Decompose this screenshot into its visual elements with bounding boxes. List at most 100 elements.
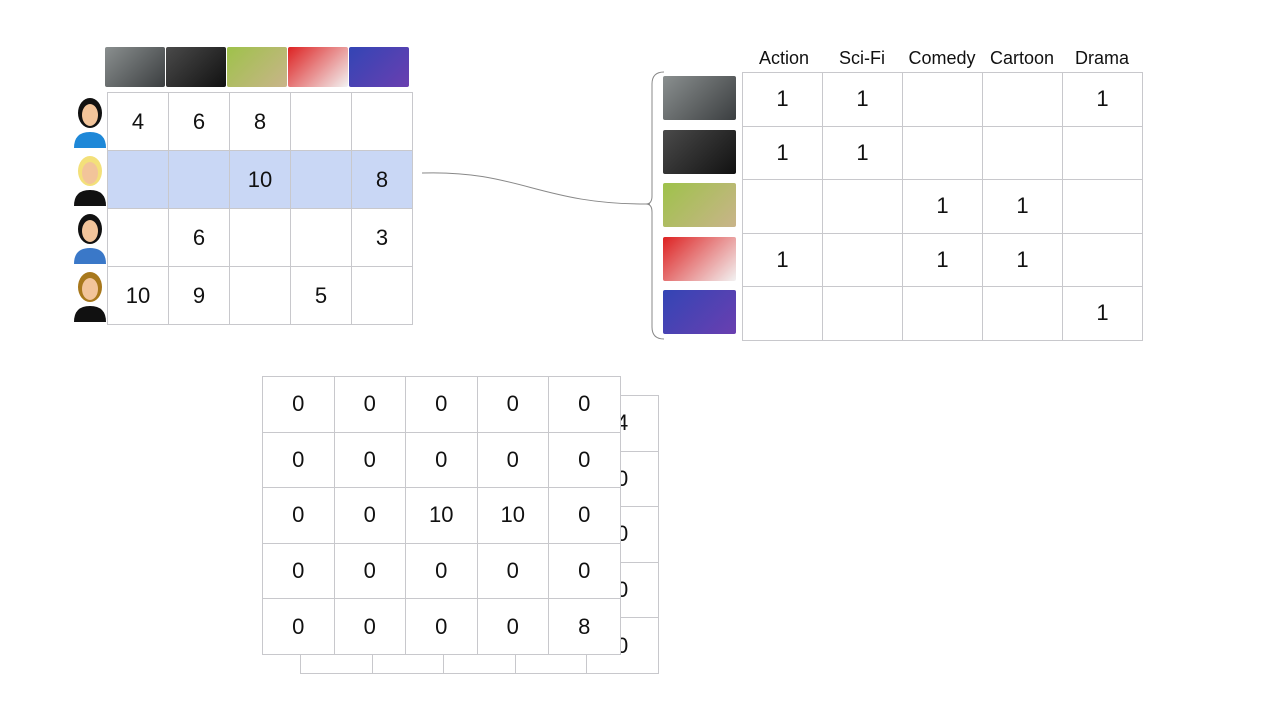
cell: 0 [476,376,549,433]
poster-dark-knight-rises [166,47,226,87]
cell [107,208,169,267]
cell: 0 [333,487,406,544]
cell: 0 [476,542,549,600]
cell: 10 [476,487,549,544]
cell: 4 [107,92,169,151]
cell: 1 [982,179,1063,234]
cell: 1 [742,232,823,287]
poster-shrek [663,183,736,227]
poster-dark-knight-rises [663,129,736,174]
poster-incredibles [663,236,736,281]
cell: 8 [351,150,413,209]
cell: 0 [548,542,621,600]
cell: 0 [405,598,478,655]
cell: 3 [351,208,413,267]
cell: 8 [548,598,621,655]
cell: 0 [405,542,478,600]
poster-star-wars [663,76,736,120]
cell: 5 [290,266,352,325]
cell: 0 [548,376,621,433]
cell: 1 [822,72,903,127]
cell: 10 [229,150,291,209]
genre-header: Drama [1074,48,1129,68]
cell [902,286,983,341]
brace [645,71,665,340]
poster-amelie [663,290,736,334]
cell: 10 [405,487,478,544]
avatar-user-2 [74,156,106,206]
cell [822,286,903,341]
cell: 0 [262,376,335,433]
genre-header: Comedy [908,48,976,68]
cell: 0 [333,598,406,655]
cell: 1 [1062,72,1143,127]
cell [351,266,413,325]
cell: 0 [333,376,406,433]
cell: 0 [476,431,549,489]
genre-header: Sci-Fi [839,48,885,68]
cell: 9 [168,266,230,325]
cell [902,72,983,127]
poster-shrek [227,47,287,87]
cell [982,125,1063,180]
cell: 0 [333,542,406,600]
cell: 0 [262,542,335,600]
cell [1062,232,1143,287]
cell [107,150,169,209]
avatar-user-4 [74,272,106,322]
cell: 0 [262,598,335,655]
cell: 1 [742,125,823,180]
cell: 1 [742,72,823,127]
cell [822,179,903,234]
avatar-user-1 [74,98,106,148]
cell [982,286,1063,341]
cell [742,179,823,234]
cell [351,92,413,151]
cell: 0 [333,431,406,489]
table-row: 10 8 [107,150,413,209]
connector-curve [421,172,651,205]
cell: 1 [982,232,1063,287]
cell: 0 [405,431,478,489]
table-row: 1 [742,286,1143,341]
cell: 6 [168,92,230,151]
cell [982,72,1063,127]
cell [742,286,823,341]
cell: 1 [902,232,983,287]
poster-amelie [349,47,409,87]
cell [902,125,983,180]
cell: 1 [1062,286,1143,341]
cell [290,150,352,209]
poster-incredibles [288,47,348,87]
cell: 0 [548,487,621,544]
cell [1062,125,1143,180]
cell: 0 [405,376,478,433]
genre-header: Cartoon [989,48,1055,68]
avatar-user-3 [74,214,106,264]
cell [229,208,291,267]
poster-star-wars [105,47,165,87]
cell: 0 [476,598,549,655]
cell: 1 [902,179,983,234]
genre-header: Action [758,48,810,68]
cell: 0 [262,431,335,489]
cell: 10 [107,266,169,325]
cell [1062,179,1143,234]
cell: 0 [262,487,335,544]
